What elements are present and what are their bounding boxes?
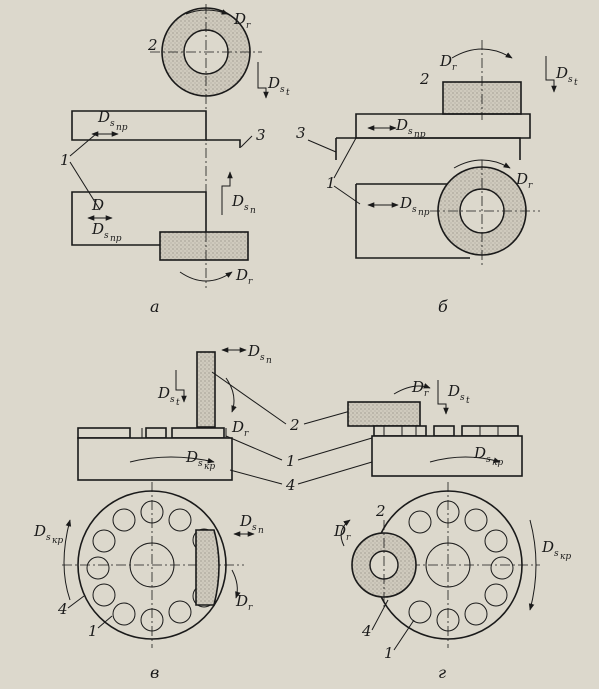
svg-text:3: 3 xyxy=(256,126,266,144)
svg-text:4: 4 xyxy=(285,476,296,494)
scheme-v-side: D s п D s t D r D s кр 2 1 4 xyxy=(77,342,373,494)
caption-g: г xyxy=(438,663,446,682)
svg-text:п: п xyxy=(266,356,272,366)
svg-text:r: r xyxy=(248,277,253,287)
svg-text:s: s xyxy=(408,127,413,137)
scheme-v-plan: D s п D r D s кр 4 1 в xyxy=(33,482,264,682)
svg-text:D: D xyxy=(235,266,248,284)
svg-text:2: 2 xyxy=(375,502,386,520)
svg-text:1: 1 xyxy=(60,151,70,169)
scheme-b: D r 2 D s t D s пр 3 1 D s пр D r б xyxy=(296,40,578,316)
svg-text:r: r xyxy=(246,21,251,31)
grinding-wheel-v-vertical xyxy=(196,351,216,428)
svg-text:r: r xyxy=(452,63,457,73)
svg-text:s: s xyxy=(568,75,573,85)
svg-text:D: D xyxy=(555,64,568,82)
svg-text:1: 1 xyxy=(326,174,336,192)
svg-text:r: r xyxy=(346,533,351,543)
svg-text:кр: кр xyxy=(52,536,63,546)
table-b xyxy=(355,113,531,139)
table-a-upper xyxy=(71,110,207,141)
svg-text:D: D xyxy=(267,74,280,92)
svg-text:D: D xyxy=(333,522,346,540)
svg-text:t: t xyxy=(466,396,470,406)
grinding-wheel-g-top xyxy=(347,401,421,427)
svg-text:s: s xyxy=(260,353,265,363)
rotation-arrow-a-top xyxy=(185,9,229,15)
svg-text:s: s xyxy=(252,523,257,533)
svg-text:r: r xyxy=(528,181,533,191)
caption-a: а xyxy=(150,297,160,316)
svg-text:D: D xyxy=(231,192,244,210)
svg-text:п: п xyxy=(258,526,264,536)
svg-text:D: D xyxy=(33,522,46,540)
scheme-g-side: D r D s t D s кр xyxy=(347,378,523,477)
rotary-table-g xyxy=(371,435,523,477)
svg-text:пр: пр xyxy=(116,123,128,133)
svg-text:s: s xyxy=(46,533,51,543)
grinding-wheel-v-plan xyxy=(195,529,220,606)
svg-text:r: r xyxy=(248,603,253,613)
svg-text:D: D xyxy=(411,378,424,396)
svg-text:s: s xyxy=(104,231,109,241)
svg-text:кр: кр xyxy=(204,462,215,472)
svg-text:п: п xyxy=(250,206,256,216)
svg-text:4: 4 xyxy=(361,622,372,640)
svg-text:D: D xyxy=(235,592,248,610)
svg-text:D: D xyxy=(541,538,554,556)
svg-text:D: D xyxy=(239,512,252,530)
svg-text:1: 1 xyxy=(384,644,394,662)
svg-text:D: D xyxy=(157,384,170,402)
svg-text:s: s xyxy=(280,85,285,95)
svg-text:D: D xyxy=(515,170,528,188)
svg-text:1: 1 xyxy=(286,452,296,470)
svg-text:D: D xyxy=(247,342,260,360)
svg-text:s: s xyxy=(412,205,417,215)
svg-text:t: t xyxy=(176,398,180,408)
svg-text:D: D xyxy=(91,220,104,238)
svg-text:D: D xyxy=(185,448,198,466)
scheme-g-plan: 2 D r D s кр 4 1 г xyxy=(333,482,571,682)
svg-text:кр: кр xyxy=(560,552,571,562)
svg-text:D: D xyxy=(447,382,460,400)
svg-text:D: D xyxy=(439,52,452,70)
svg-text:s: s xyxy=(110,119,115,129)
svg-text:3: 3 xyxy=(296,124,306,142)
svg-text:1: 1 xyxy=(88,622,98,640)
svg-text:D: D xyxy=(233,10,246,28)
rotary-table-v xyxy=(77,437,233,481)
svg-text:s: s xyxy=(198,459,203,469)
svg-text:2: 2 xyxy=(289,416,300,434)
workpieces-v xyxy=(86,500,216,632)
svg-text:t: t xyxy=(286,88,290,98)
svg-text:s: s xyxy=(460,393,465,403)
scheme-a: D r 2 D s t 3 D s пр 1 D D s пр D s п xyxy=(60,4,290,316)
svg-text:D: D xyxy=(395,116,408,134)
svg-text:s: s xyxy=(554,549,559,559)
svg-text:s: s xyxy=(244,203,249,213)
svg-text:D: D xyxy=(399,194,412,212)
caption-b: б xyxy=(438,297,448,316)
svg-text:4: 4 xyxy=(57,600,68,618)
svg-text:2: 2 xyxy=(419,70,430,88)
grinding-wheel-a-bottom xyxy=(159,231,249,261)
caption-v: в xyxy=(150,663,159,682)
svg-text:t: t xyxy=(574,78,578,88)
workpieces-g xyxy=(408,500,514,632)
svg-text:D: D xyxy=(91,196,104,214)
svg-text:кр: кр xyxy=(492,458,503,468)
svg-text:пр: пр xyxy=(418,208,430,218)
svg-text:s: s xyxy=(170,395,175,405)
svg-text:r: r xyxy=(424,389,429,399)
svg-text:пр: пр xyxy=(110,234,122,244)
svg-text:s: s xyxy=(486,455,491,465)
svg-text:D: D xyxy=(473,444,486,462)
svg-text:пр: пр xyxy=(414,130,426,140)
svg-text:D: D xyxy=(231,418,244,436)
svg-text:r: r xyxy=(244,429,249,439)
svg-text:D: D xyxy=(97,108,110,126)
svg-text:2: 2 xyxy=(147,36,158,54)
